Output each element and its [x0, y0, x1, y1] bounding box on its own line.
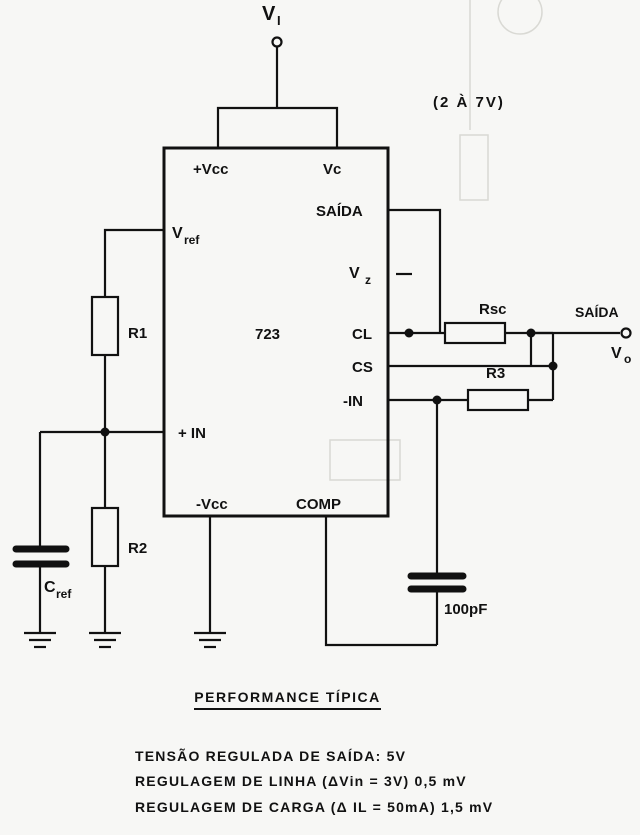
resistor-r3	[466, 388, 530, 412]
pin-vref: V	[172, 225, 183, 242]
ground-cref	[24, 631, 56, 649]
spec-line-line-regulation: REGULAGEM DE LINHA (ΔVin = 3V) 0,5 mV	[135, 773, 467, 789]
pin-saida: SAÍDA	[316, 203, 363, 220]
vi-label: V	[262, 3, 276, 25]
pin-comp: COMP	[296, 496, 341, 513]
cap-100pf-label: 100pF	[444, 601, 487, 618]
ground-minus-vcc	[194, 631, 226, 649]
pin-vz-subscript: z	[365, 273, 371, 287]
pin-vc: Vc	[323, 161, 341, 178]
performance-title: PERFORMANCE TÍPICA	[0, 689, 575, 710]
r2-label: R2	[128, 540, 147, 557]
spec-line-load-regulation: REGULAGEM DE CARGA (Δ IL = 50mA) 1,5 mV	[135, 799, 494, 815]
pin-plus-in: + IN	[178, 425, 206, 442]
ic-name: 723	[255, 326, 280, 343]
pin-cl: CL	[352, 326, 372, 343]
pin-plus-vcc: +Vcc	[193, 161, 228, 178]
vo-label: V	[611, 345, 622, 362]
background-ghost-marks	[329, 0, 543, 481]
pin-cs: CS	[352, 359, 373, 376]
rsc-label: Rsc	[479, 301, 507, 318]
output-label: SAÍDA	[575, 304, 619, 320]
cref-label: C	[44, 579, 56, 596]
vo-subscript: o	[624, 352, 631, 366]
resistor-r2	[90, 506, 120, 568]
cref-subscript: ref	[56, 587, 72, 601]
input-range-label: (2 À 7V)	[433, 94, 505, 111]
resistor-r1	[90, 295, 120, 357]
junction-plus-in	[100, 427, 110, 437]
spec-line-output-voltage: TENSÃO REGULADA DE SAÍDA: 5V	[135, 748, 407, 764]
vi-terminal	[271, 36, 283, 48]
capacitor-100pf	[407, 572, 467, 593]
capacitor-cref	[12, 545, 70, 568]
pin-minus-vcc: -Vcc	[196, 496, 228, 513]
resistor-rsc	[443, 321, 507, 345]
circuit-schematic: V I (2 À 7V) 723 +Vcc Vc SAÍDA V ref V z…	[12, 0, 632, 649]
pin-vref-subscript: ref	[184, 233, 200, 247]
ground-r2	[89, 631, 121, 649]
vi-subscript: I	[277, 13, 281, 28]
pin-vz: V	[349, 265, 360, 282]
pin-minus-in: -IN	[343, 393, 363, 410]
output-terminal	[620, 327, 632, 339]
junction-cl	[404, 328, 414, 338]
r3-label: R3	[486, 365, 505, 382]
r1-label: R1	[128, 325, 147, 342]
